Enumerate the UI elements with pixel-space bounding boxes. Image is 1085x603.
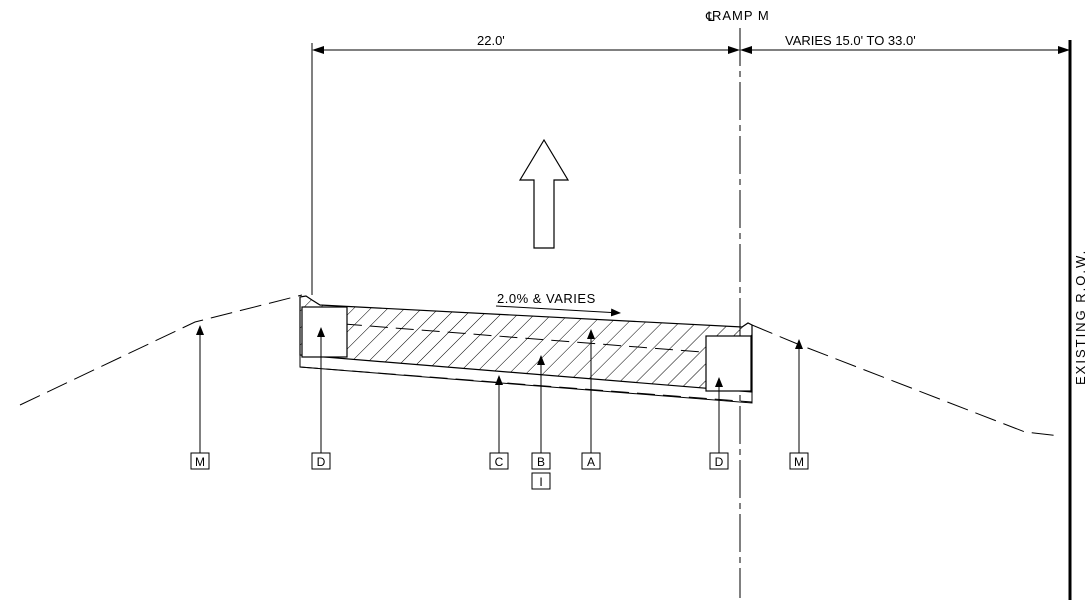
subbase-outline <box>299 355 753 404</box>
dimension-left-label: 22.0' <box>477 33 505 48</box>
callout-c: C <box>489 452 509 470</box>
callout-a: A <box>581 452 601 470</box>
pavement-section <box>299 295 753 393</box>
svg-text:B: B <box>537 455 545 469</box>
svg-text:M: M <box>794 455 804 469</box>
centerline-label: RAMP M <box>712 8 770 23</box>
svg-text:C: C <box>495 455 504 469</box>
left-shoulder-block <box>301 306 348 358</box>
callout-m-right: M <box>789 452 809 470</box>
dimension-right-label: VARIES 15.0' TO 33.0' <box>785 33 916 48</box>
existing-ground-left <box>19 294 303 406</box>
callout-d-right: D <box>709 452 729 470</box>
callout-d-left: D <box>311 452 331 470</box>
existing-ground-right <box>751 324 1061 437</box>
svg-text:D: D <box>317 455 326 469</box>
svg-text:A: A <box>587 455 595 469</box>
slope-label: 2.0% & VARIES <box>497 291 596 306</box>
direction-arrow <box>518 138 570 249</box>
svg-text:M: M <box>195 455 205 469</box>
callout-i: I <box>531 472 551 490</box>
svg-text:D: D <box>715 455 724 469</box>
subgrade-line <box>299 366 753 403</box>
callout-b: B <box>531 452 551 470</box>
pavement-layer-line <box>317 321 741 356</box>
dimension-varies: VARIES 15.0' TO 33.0' <box>740 33 1070 54</box>
slope-arrow <box>495 305 621 317</box>
centerline-symbol: ℄ <box>705 9 715 24</box>
dimension-22ft: 22.0' <box>312 33 740 54</box>
right-shoulder-block <box>705 335 752 392</box>
leader-lines <box>196 325 803 453</box>
svg-text:I: I <box>539 475 542 489</box>
callout-m-left: M <box>190 452 210 470</box>
existing-row-label: EXISTING R.O.W. <box>1073 249 1085 385</box>
